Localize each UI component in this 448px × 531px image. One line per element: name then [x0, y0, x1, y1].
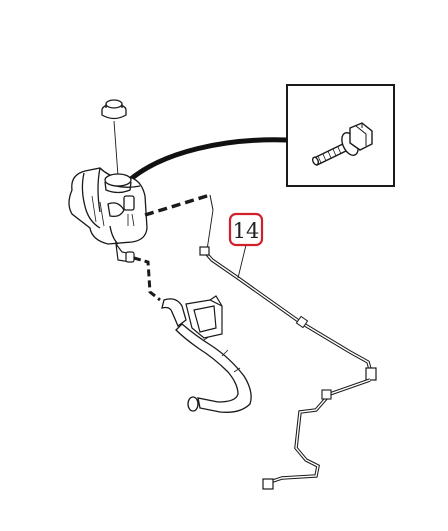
lower-bleed-pipe [262, 378, 371, 490]
cap-leader [113, 120, 119, 177]
inset-leader [122, 137, 288, 187]
vent-pipe-end [209, 194, 214, 211]
callout-leader [237, 244, 247, 279]
coolant-hose [161, 298, 252, 413]
vent-pipe-dashed [144, 193, 211, 217]
tank-outlet [115, 241, 135, 263]
callout-box [228, 212, 264, 247]
expansion-tank [68, 167, 148, 245]
bolt-icon [311, 122, 373, 166]
outlet-pipe-dashed [133, 256, 161, 302]
filler-cap [101, 99, 127, 120]
bleed-pipe [199, 246, 377, 381]
callout-14: 14 [228, 212, 264, 247]
hose-bracket [185, 295, 223, 339]
detail-inset [286, 84, 395, 187]
callout-label: 14 [233, 219, 260, 243]
vent-leader [206, 209, 214, 251]
